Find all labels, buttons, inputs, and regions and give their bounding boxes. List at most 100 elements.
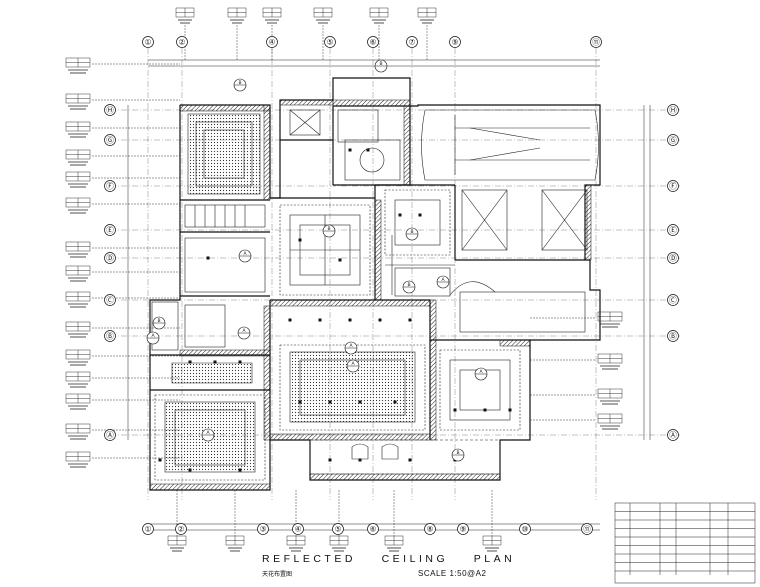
left-callout — [65, 423, 91, 440]
right-callout — [597, 311, 623, 328]
svg-text:Ⓑ: Ⓑ — [106, 332, 114, 341]
top-callout — [417, 7, 437, 24]
left-callout — [65, 121, 91, 138]
grid-bubble-top: ⑤ — [324, 36, 336, 48]
svg-text:Ⓗ: Ⓗ — [106, 106, 114, 115]
grid-bubble-bottom: ④ — [292, 523, 304, 535]
svg-text:Ⓓ: Ⓓ — [106, 254, 114, 263]
svg-text:A: A — [441, 277, 445, 283]
svg-text:Ⓓ: Ⓓ — [669, 254, 677, 263]
svg-text:Ⓗ: Ⓗ — [669, 106, 677, 115]
svg-text:Ⓔ: Ⓔ — [669, 226, 677, 235]
right-callout — [597, 413, 623, 430]
svg-text:A: A — [349, 343, 353, 349]
svg-text:B: B — [238, 80, 241, 86]
drawing-title: REFLECTED CEILING PLAN — [262, 553, 516, 565]
bottom-callout — [482, 535, 502, 552]
svg-text:B: B — [410, 229, 413, 235]
svg-text:⑪: ⑪ — [592, 38, 600, 47]
svg-text:⑥: ⑥ — [370, 38, 377, 47]
right-callout — [597, 388, 623, 405]
left-callout — [65, 265, 91, 282]
svg-text:④: ④ — [269, 38, 276, 47]
grid-bubble-right: Ⓒ — [667, 294, 679, 306]
left-callout — [65, 93, 91, 110]
grid-bubble-bottom: ① — [142, 523, 154, 535]
grid-bubble-top: ⑥ — [367, 36, 379, 48]
svg-text:⑨: ⑨ — [460, 525, 467, 534]
svg-text:A: A — [479, 369, 483, 375]
svg-text:A: A — [351, 361, 355, 367]
grid-bubble-bottom: ② — [175, 523, 187, 535]
grid-bubble-top: ⑦ — [406, 36, 418, 48]
left-callout — [65, 393, 91, 410]
grid-bubble-right: Ⓕ — [667, 180, 679, 192]
svg-text:B: B — [456, 450, 459, 456]
section-tag: B — [233, 78, 247, 92]
left-callout — [65, 171, 91, 188]
bottom-callout — [384, 535, 404, 552]
left-callout — [65, 371, 91, 388]
grid-bubble-bottom: ③ — [257, 523, 269, 535]
ceiling-details — [151, 109, 599, 481]
svg-text:B: B — [327, 226, 330, 232]
svg-text:Ⓒ: Ⓒ — [669, 296, 677, 305]
section-tag: A — [237, 326, 251, 340]
grid-bubble-left: Ⓒ — [104, 294, 116, 306]
svg-text:②: ② — [179, 38, 186, 47]
svg-text:B: B — [157, 318, 160, 324]
section-tag: B — [451, 448, 465, 462]
left-callout — [65, 197, 91, 214]
grid-bubble-top: ② — [176, 36, 188, 48]
section-tag: A — [146, 331, 160, 345]
grid-bubble-bottom: ⑩ — [519, 523, 531, 535]
left-callout — [65, 241, 91, 258]
left-callout — [65, 451, 91, 468]
svg-text:B: B — [379, 61, 382, 67]
grid-bubble-right: Ⓔ — [667, 224, 679, 236]
section-tags: B B B A B B A A B A A A B A A — [146, 59, 488, 462]
bottom-callout — [225, 535, 245, 552]
top-callout — [262, 7, 282, 24]
section-tag: A — [346, 359, 360, 373]
section-tag: B — [402, 280, 416, 294]
svg-text:A: A — [206, 430, 210, 436]
drawing-subtitle: 天花布置图 — [262, 572, 293, 578]
left-callout — [65, 349, 91, 366]
svg-text:Ⓕ: Ⓕ — [669, 182, 677, 191]
grid-bubble-right: Ⓗ — [667, 104, 679, 116]
svg-text:⑤: ⑤ — [335, 525, 342, 534]
svg-text:Ⓐ: Ⓐ — [106, 431, 114, 440]
svg-text:⑪: ⑪ — [583, 525, 591, 534]
legend-table — [614, 502, 756, 584]
svg-text:Ⓐ: Ⓐ — [669, 431, 677, 440]
grid-bubble-right: Ⓖ — [667, 134, 679, 146]
section-tag: B — [374, 59, 388, 73]
svg-text:②: ② — [178, 525, 185, 534]
svg-text:①: ① — [145, 38, 152, 47]
grid-bubble-right: Ⓓ — [667, 252, 679, 264]
svg-text:⑨: ⑨ — [452, 38, 459, 47]
grid-bubble-bottom: ⑥ — [367, 523, 379, 535]
section-tag: B — [322, 224, 336, 238]
svg-text:⑤: ⑤ — [327, 38, 334, 47]
svg-text:A: A — [243, 251, 247, 257]
svg-text:B: B — [407, 282, 410, 288]
bottom-callout — [167, 535, 187, 552]
top-callout — [175, 7, 195, 24]
section-tag: A — [238, 249, 252, 263]
left-callout — [65, 149, 91, 166]
svg-text:Ⓖ: Ⓖ — [669, 136, 677, 145]
svg-text:Ⓒ: Ⓒ — [106, 296, 114, 305]
section-tag: A — [436, 275, 450, 289]
structural-hatch — [149, 99, 592, 491]
svg-text:Ⓕ: Ⓕ — [106, 182, 114, 191]
section-tag: A — [474, 367, 488, 381]
bottom-callout — [286, 535, 306, 552]
svg-text:⑧: ⑧ — [427, 525, 434, 534]
svg-text:Ⓑ: Ⓑ — [669, 332, 677, 341]
right-callout — [597, 353, 623, 370]
svg-text:Ⓖ: Ⓖ — [106, 136, 114, 145]
